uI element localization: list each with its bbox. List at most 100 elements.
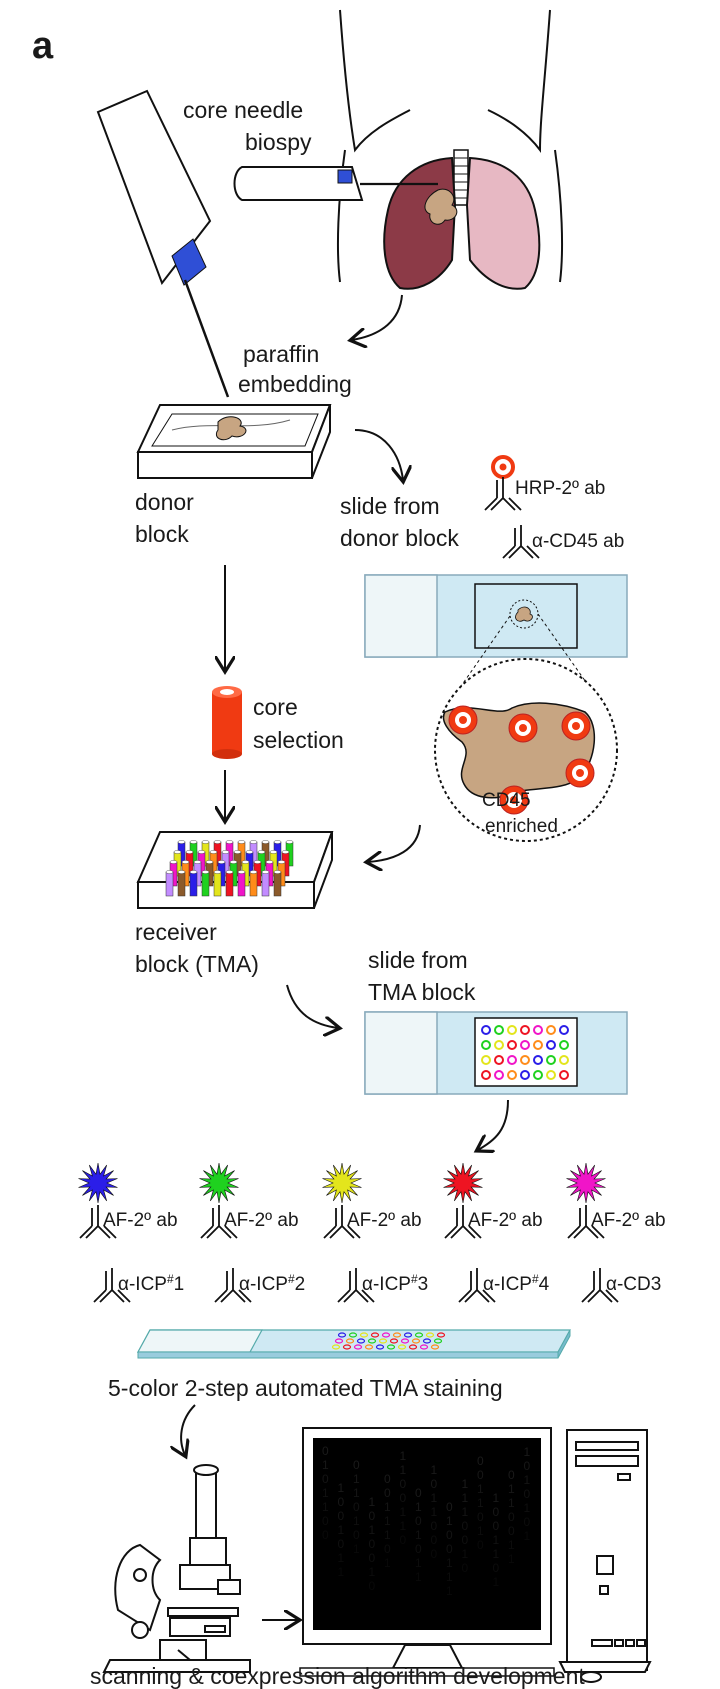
primary-antibody bbox=[458, 1268, 496, 1303]
stain-spot bbox=[353, 1344, 363, 1350]
stain-spot bbox=[367, 1338, 377, 1344]
core-cylinder bbox=[212, 686, 242, 759]
arrow-to-tma-slide bbox=[286, 984, 338, 1028]
computer-monitor: 0101100100101101101011010010001110111001… bbox=[299, 1427, 555, 1677]
primary-antibody bbox=[337, 1268, 375, 1303]
primary-label: α-ICP#3 bbox=[362, 1272, 428, 1295]
code-digit: 0 bbox=[431, 1547, 438, 1561]
tma-core bbox=[249, 871, 258, 897]
code-digit: 1 bbox=[384, 1514, 391, 1528]
stain-spot bbox=[392, 1332, 402, 1338]
secondary-antibody bbox=[444, 1205, 482, 1239]
code-digit: 0 bbox=[477, 1454, 484, 1468]
secondary-label: AF-2º ab bbox=[591, 1210, 666, 1231]
stain-spot bbox=[389, 1338, 399, 1344]
code-digit: 0 bbox=[322, 1472, 329, 1486]
code-digit: 1 bbox=[338, 1481, 345, 1495]
hrp-secondary-antibody bbox=[484, 455, 522, 511]
binary-code-display: 0101100100101101101011010010001110111001… bbox=[322, 1444, 531, 1598]
cd45-primary-antibody bbox=[502, 525, 540, 559]
stain-spot bbox=[422, 1338, 432, 1344]
tma-spot bbox=[559, 1025, 569, 1035]
staining-slide bbox=[136, 1329, 572, 1359]
code-digit: 0 bbox=[322, 1444, 329, 1458]
secondary-label: AF-2º ab bbox=[468, 1210, 543, 1231]
tma-spot bbox=[559, 1070, 569, 1080]
code-digit: 0 bbox=[369, 1509, 376, 1523]
tma-spot bbox=[533, 1025, 543, 1035]
lung-tumor bbox=[424, 188, 458, 225]
primary-antibody bbox=[581, 1268, 619, 1303]
cd45-target-cell bbox=[499, 785, 529, 815]
trachea bbox=[453, 149, 469, 206]
tma-spot bbox=[533, 1070, 543, 1080]
primary-label: α-ICP#2 bbox=[239, 1272, 305, 1295]
stain-spot bbox=[370, 1332, 380, 1338]
code-digit: 1 bbox=[431, 1463, 438, 1477]
tma-core bbox=[201, 871, 210, 897]
slide-tma-label-1: slide from bbox=[368, 947, 468, 973]
receiver-label-1: receiver bbox=[135, 919, 217, 945]
code-digit: 1 bbox=[322, 1486, 329, 1500]
hrp-label: HRP-2º ab bbox=[515, 478, 605, 499]
code-digit: 1 bbox=[431, 1491, 438, 1505]
fluorophore-star bbox=[566, 1162, 606, 1204]
stain-spot bbox=[375, 1344, 385, 1350]
right-lung bbox=[383, 156, 457, 290]
stain-spot bbox=[408, 1344, 418, 1350]
code-digit: 0 bbox=[338, 1509, 345, 1523]
code-digit: 1 bbox=[322, 1458, 329, 1472]
staining-antibody-row: AF-2º abα-ICP#1 AF-2º ab α-ICP#2 AF-2º ab α-… bbox=[78, 1162, 666, 1303]
tma-spot bbox=[507, 1040, 517, 1050]
stain-spot bbox=[419, 1344, 429, 1350]
panel-letter: a bbox=[32, 25, 54, 67]
code-digit: 1 bbox=[431, 1505, 438, 1519]
code-digit: 0 bbox=[369, 1551, 376, 1565]
stain-spot bbox=[378, 1338, 388, 1344]
code-digit: 1 bbox=[415, 1570, 422, 1584]
stain-spot bbox=[331, 1344, 341, 1350]
tma-core bbox=[237, 871, 246, 897]
tma-core bbox=[261, 871, 270, 897]
tma-spot bbox=[494, 1025, 504, 1035]
code-digit: 0 bbox=[369, 1579, 376, 1593]
tma-spot bbox=[546, 1025, 556, 1035]
tma-core bbox=[273, 871, 282, 897]
code-digit: 1 bbox=[415, 1500, 422, 1514]
left-lung bbox=[465, 156, 541, 290]
secondary-antibody bbox=[200, 1205, 238, 1239]
tma-spot bbox=[559, 1040, 569, 1050]
slide-donor-label-2: donor block bbox=[340, 525, 459, 551]
code-digit: 0 bbox=[477, 1468, 484, 1482]
stain-spot bbox=[436, 1332, 446, 1338]
code-digit: 1 bbox=[462, 1505, 469, 1519]
code-digit: 0 bbox=[353, 1458, 360, 1472]
code-digit: 1 bbox=[384, 1528, 391, 1542]
secondary-antibody bbox=[79, 1205, 117, 1239]
stain-spot bbox=[411, 1338, 421, 1344]
cd45-target-cell bbox=[561, 711, 591, 741]
stain-pair: AF-2º abα-ICP#1 bbox=[78, 1162, 184, 1303]
tma-spot bbox=[533, 1040, 543, 1050]
fluorophore-star bbox=[78, 1162, 118, 1204]
code-digit: 1 bbox=[400, 1449, 407, 1463]
code-digit: 0 bbox=[524, 1515, 531, 1529]
code-digit: 0 bbox=[400, 1491, 407, 1505]
stain-spot bbox=[348, 1332, 358, 1338]
code-digit: 1 bbox=[400, 1505, 407, 1519]
code-digit: 1 bbox=[322, 1500, 329, 1514]
stain-pair: AF-2º ab α-CD3 bbox=[566, 1162, 666, 1303]
primary-label: α-CD3 bbox=[606, 1274, 661, 1295]
donor-label-1: donor bbox=[135, 489, 194, 515]
core-label-1: core bbox=[253, 694, 298, 720]
code-digit: 0 bbox=[415, 1514, 422, 1528]
code-digit: 0 bbox=[338, 1495, 345, 1509]
needle-device bbox=[96, 89, 230, 398]
stain-spot bbox=[364, 1344, 374, 1350]
tma-spot bbox=[520, 1055, 530, 1065]
code-digit: 1 bbox=[384, 1500, 391, 1514]
tma-core bbox=[177, 871, 186, 897]
code-digit: 1 bbox=[524, 1501, 531, 1515]
code-digit: 0 bbox=[322, 1528, 329, 1542]
stain-spot bbox=[334, 1338, 344, 1344]
